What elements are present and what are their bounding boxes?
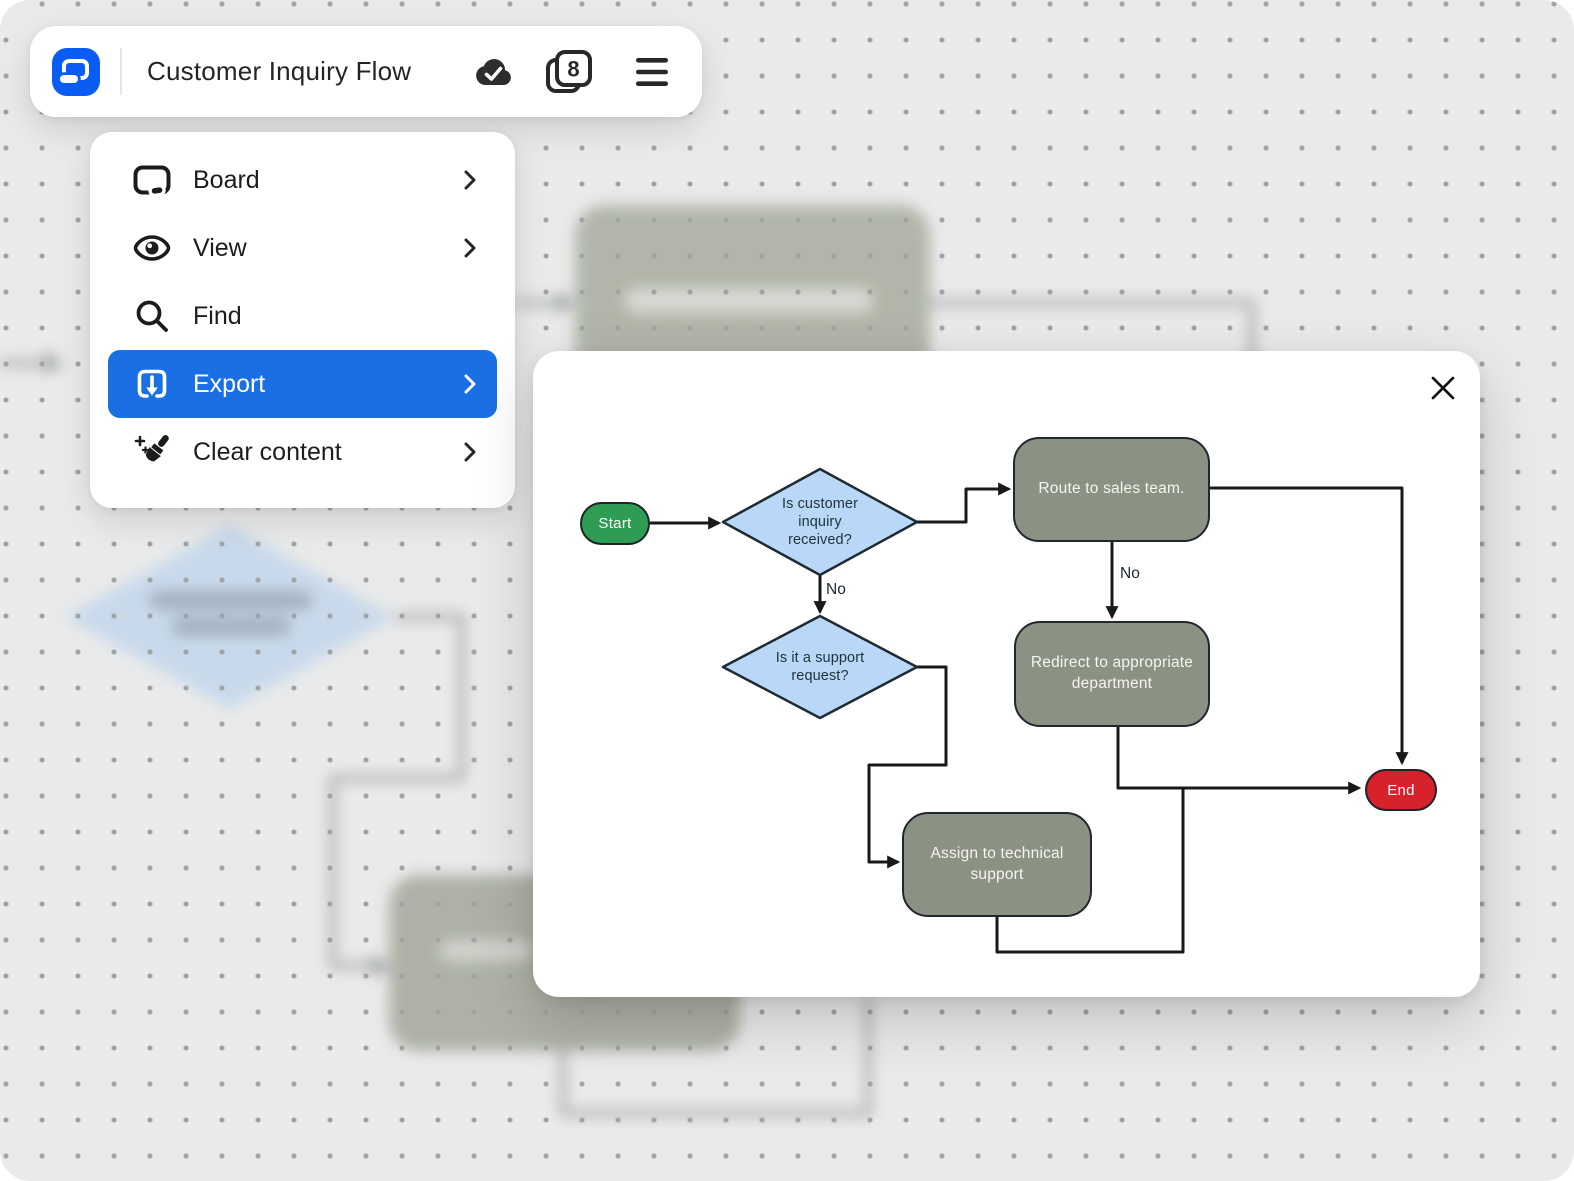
close-button[interactable] xyxy=(1428,373,1458,403)
menu-item-export[interactable]: Export xyxy=(108,350,497,418)
edge-label-no: No xyxy=(826,581,846,598)
menu-item-label: Export xyxy=(193,369,266,398)
node-assign-technical-support: Assign to technical support xyxy=(902,812,1092,917)
chevron-right-icon xyxy=(463,237,477,259)
search-icon xyxy=(133,299,171,333)
cloud-check-icon xyxy=(476,58,511,85)
close-icon xyxy=(1431,376,1455,400)
logo-pen-glyph xyxy=(60,75,78,83)
chevron-right-icon xyxy=(463,373,477,395)
flowchart-preview-modal: Start Is customer inquiry received? Rout… xyxy=(533,351,1480,997)
menu-item-label: View xyxy=(193,233,247,262)
menu-item-label: Clear content xyxy=(193,437,342,466)
chevron-right-icon xyxy=(463,441,477,463)
menu-item-clear-content[interactable]: Clear content xyxy=(90,418,515,486)
pages-button[interactable]: 8 xyxy=(543,26,595,117)
edge-label-no: No xyxy=(1120,565,1140,582)
node-redirect-department: Redirect to appropriate department xyxy=(1014,621,1210,727)
pages-icon: 8 xyxy=(546,49,592,93)
eye-icon xyxy=(133,234,171,262)
toolbar-divider xyxy=(120,48,122,95)
node-start: Start xyxy=(580,502,650,545)
cloud-sync-button[interactable] xyxy=(473,26,515,117)
menu-item-view[interactable]: View xyxy=(90,214,515,282)
node-decision-support-request: Is it a support request? xyxy=(775,649,865,684)
board-title[interactable]: Customer Inquiry Flow xyxy=(147,56,412,86)
chevron-right-icon xyxy=(463,169,477,191)
node-decision-inquiry-received: Is customer inquiry received? xyxy=(781,495,859,549)
menu-item-label: Find xyxy=(193,301,242,330)
main-menu-button[interactable] xyxy=(635,26,669,117)
flowchart: Start Is customer inquiry received? Rout… xyxy=(533,351,1480,997)
menu-item-board[interactable]: Board xyxy=(90,146,515,214)
main-menu-dropdown: Board View xyxy=(90,132,515,508)
decision-inquiry-received-shape xyxy=(721,467,919,577)
menu-item-label: Board xyxy=(193,165,260,194)
export-icon xyxy=(133,366,171,402)
decision-support-request-shape xyxy=(721,614,919,720)
toolbar: Customer Inquiry Flow 8 xyxy=(30,26,702,117)
menu-item-find[interactable]: Find xyxy=(90,282,515,350)
clear-brush-icon xyxy=(133,434,171,470)
hamburger-icon xyxy=(636,57,668,86)
app-logo[interactable] xyxy=(52,48,100,96)
node-end: End xyxy=(1365,769,1437,811)
pages-count: 8 xyxy=(567,56,579,81)
node-route-to-sales: Route to sales team. xyxy=(1013,437,1210,542)
board-icon xyxy=(133,165,171,195)
